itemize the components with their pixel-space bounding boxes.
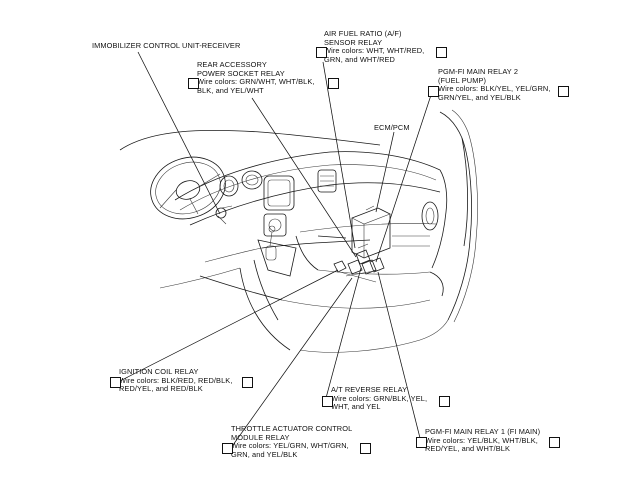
- ignition-line3: RED/YEL, and RED/BLK: [119, 384, 203, 394]
- af-relay-line1: AIR FUEL RATIO (A/F): [324, 29, 402, 38]
- passenger-dash: [317, 201, 439, 247]
- pgm-fi-1-checkbox-2: [549, 437, 560, 448]
- dashboard: [174, 151, 448, 309]
- throttle-checkbox: [222, 443, 233, 454]
- at-reverse-line1: A/T REVERSE RELAY: [331, 385, 408, 394]
- pgm-fi-2-line3: Wire colors: BLK/YEL, YEL/GRN,: [438, 84, 551, 94]
- body-outline: [119, 109, 478, 353]
- af-relay-line3: Wire colors: WHT, WHT/RED,: [324, 46, 425, 56]
- ignition-coil-relay-label: IGNITION COIL RELAY Wire colors: BLK/RED…: [119, 367, 233, 394]
- ecm-pcm-title: ECM/PCM: [374, 123, 410, 132]
- pgm-fi-2-line1: PGM-FI MAIN RELAY 2: [438, 67, 519, 76]
- ignition-checkbox-2: [242, 377, 253, 388]
- pgm-fi-2-checkbox-2: [558, 86, 569, 97]
- steering-wheel: [150, 156, 233, 225]
- leader-lines: [113, 51, 433, 453]
- af-relay-checkbox: [316, 47, 327, 58]
- pgm-fi-1-line1: PGM-FI MAIN RELAY 1 (FI MAIN): [425, 427, 541, 436]
- instrument-cluster: [219, 169, 337, 211]
- throttle-actuator-relay-label: THROTTLE ACTUATOR CONTROL MODULE RELAY W…: [231, 424, 353, 459]
- pgm-fi-2-line4: GRN/YEL, and YEL/BLK: [438, 92, 521, 102]
- throttle-line4: GRN, and YEL/BLK: [231, 449, 298, 459]
- throttle-line3: Wire colors: YEL/GRN, WHT/GRN,: [231, 441, 349, 451]
- at-reverse-line2: Wire colors: GRN/BLK, YEL,: [331, 393, 428, 403]
- rear-accessory-relay-label: REAR ACCESSORY POWER SOCKET RELAY Wire c…: [197, 60, 315, 95]
- throttle-line2: MODULE RELAY: [231, 432, 290, 442]
- at-reverse-relay-label: A/T REVERSE RELAY Wire colors: GRN/BLK, …: [331, 385, 428, 412]
- throttle-line1: THROTTLE ACTUATOR CONTROL: [231, 424, 353, 433]
- pgm-fi-relay-2-label: PGM-FI MAIN RELAY 2 (FUEL PUMP) Wire col…: [438, 67, 551, 102]
- rear-accessory-line2: POWER SOCKET RELAY: [197, 68, 285, 78]
- center-console: [253, 213, 297, 321]
- pgm-fi-relay-1-label: PGM-FI MAIN RELAY 1 (FI MAIN) Wire color…: [425, 427, 541, 454]
- immobilizer-title: IMMOBILIZER CONTROL UNIT-RECEIVER: [92, 41, 241, 50]
- immobilizer-label: IMMOBILIZER CONTROL UNIT-RECEIVER: [92, 41, 241, 51]
- ignition-line2: Wire colors: BLK/RED, RED/BLK,: [119, 375, 233, 385]
- rear-accessory-line3: Wire colors: GRN/WHT, WHT/BLK,: [197, 77, 315, 87]
- at-reverse-line3: WHT, and YEL: [331, 402, 381, 412]
- pgm-fi-2-line2: (FUEL PUMP): [438, 75, 487, 85]
- at-reverse-checkbox: [322, 396, 333, 407]
- rear-accessory-checkbox-2: [328, 78, 339, 89]
- pgm-fi-2-checkbox: [428, 86, 439, 97]
- pgm-fi-1-line3: RED/YEL, and WHT/BLK: [425, 444, 510, 454]
- ignition-checkbox: [110, 377, 121, 388]
- af-relay-checkbox-2: [436, 47, 447, 58]
- af-sensor-relay-label: AIR FUEL RATIO (A/F) SENSOR RELAY Wire c…: [324, 29, 425, 64]
- af-relay-line4: GRN, and WHT/RED: [324, 54, 395, 64]
- rear-accessory-checkbox: [188, 78, 199, 89]
- throttle-checkbox-2: [360, 443, 371, 454]
- at-reverse-checkbox-2: [439, 396, 450, 407]
- rear-accessory-line4: BLK, and YEL/WHT: [197, 85, 264, 95]
- pgm-fi-1-line2: Wire colors: YEL/BLK, WHT/BLK,: [425, 435, 538, 445]
- pgm-fi-1-checkbox: [416, 437, 427, 448]
- af-relay-line2: SENSOR RELAY: [324, 37, 383, 47]
- ecm-pcm-label: ECM/PCM: [374, 123, 410, 133]
- rear-accessory-line1: REAR ACCESSORY: [197, 60, 267, 69]
- ignition-line1: IGNITION COIL RELAY: [119, 367, 199, 376]
- ecm-pcm-unit: [351, 205, 391, 259]
